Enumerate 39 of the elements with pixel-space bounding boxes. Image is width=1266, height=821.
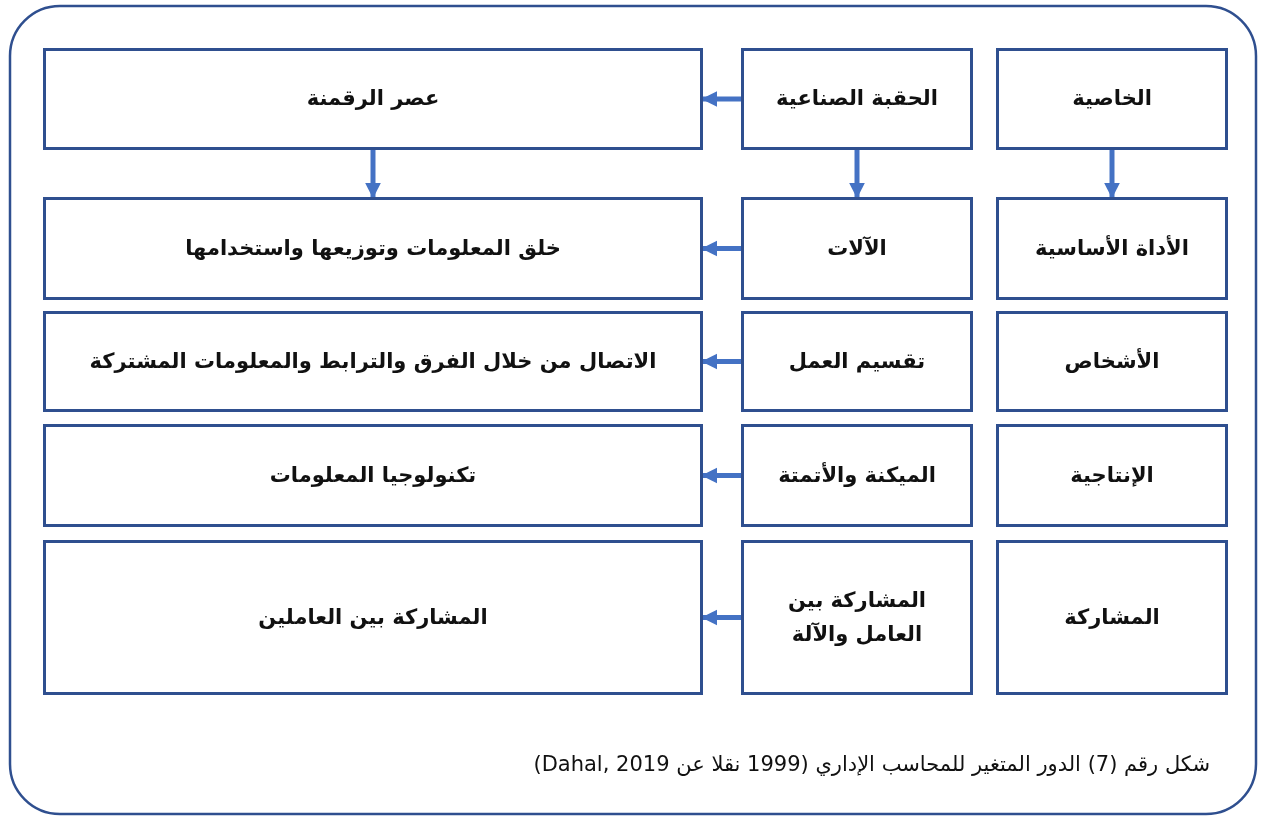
arrow (701, 353, 741, 370)
caption: شكل رقم (7) الدور المتغير للمحاسب الإداري (1999 نقلا عن Dahal, 2019) (533, 752, 1210, 776)
box-label: عصر الرقمنة (306, 85, 440, 113)
box-label: المشاركة بين العامل والآلة (786, 586, 928, 648)
process-box (741, 311, 973, 412)
process-box (996, 311, 1228, 412)
process-box (996, 197, 1228, 300)
box-label: تكنولوجيا المعلومات (269, 461, 477, 489)
arrow (701, 467, 741, 484)
process-box (43, 424, 703, 527)
box-label: تقسيم العمل (788, 347, 926, 375)
arrow (849, 150, 865, 199)
arrow (701, 609, 741, 626)
process-box (43, 48, 703, 150)
process-box (741, 424, 973, 527)
arrow (701, 91, 741, 107)
process-box (996, 540, 1228, 695)
process-box (43, 311, 703, 412)
box-label: الأداة الأساسية (1035, 234, 1189, 262)
process-box (741, 540, 973, 695)
process-box (741, 197, 973, 300)
box-label: المشاركة بين العاملين (258, 603, 488, 631)
box-label: الاتصال من خلال الفرق والترابط والمعلومات المشتركة (89, 347, 657, 375)
box-label: الميكنة والأتمتة (778, 461, 936, 489)
box-label: الخاصية (1072, 85, 1152, 113)
arrow (1104, 150, 1120, 199)
process-box (43, 197, 703, 300)
process-box (996, 48, 1228, 150)
box-label: الأشخاص (1064, 347, 1160, 375)
process-box (996, 424, 1228, 527)
box-label: الآلات (827, 234, 887, 262)
process-box (741, 48, 973, 150)
box-label: الإنتاجية (1070, 461, 1154, 489)
process-box (43, 540, 703, 695)
box-label: المشاركة (1064, 603, 1160, 631)
box-label: خلق المعلومات وتوزيعها واستخدامها (185, 234, 561, 262)
arrow (365, 150, 381, 199)
box-label: الحقبة الصناعية (776, 85, 938, 113)
arrow (701, 240, 741, 257)
